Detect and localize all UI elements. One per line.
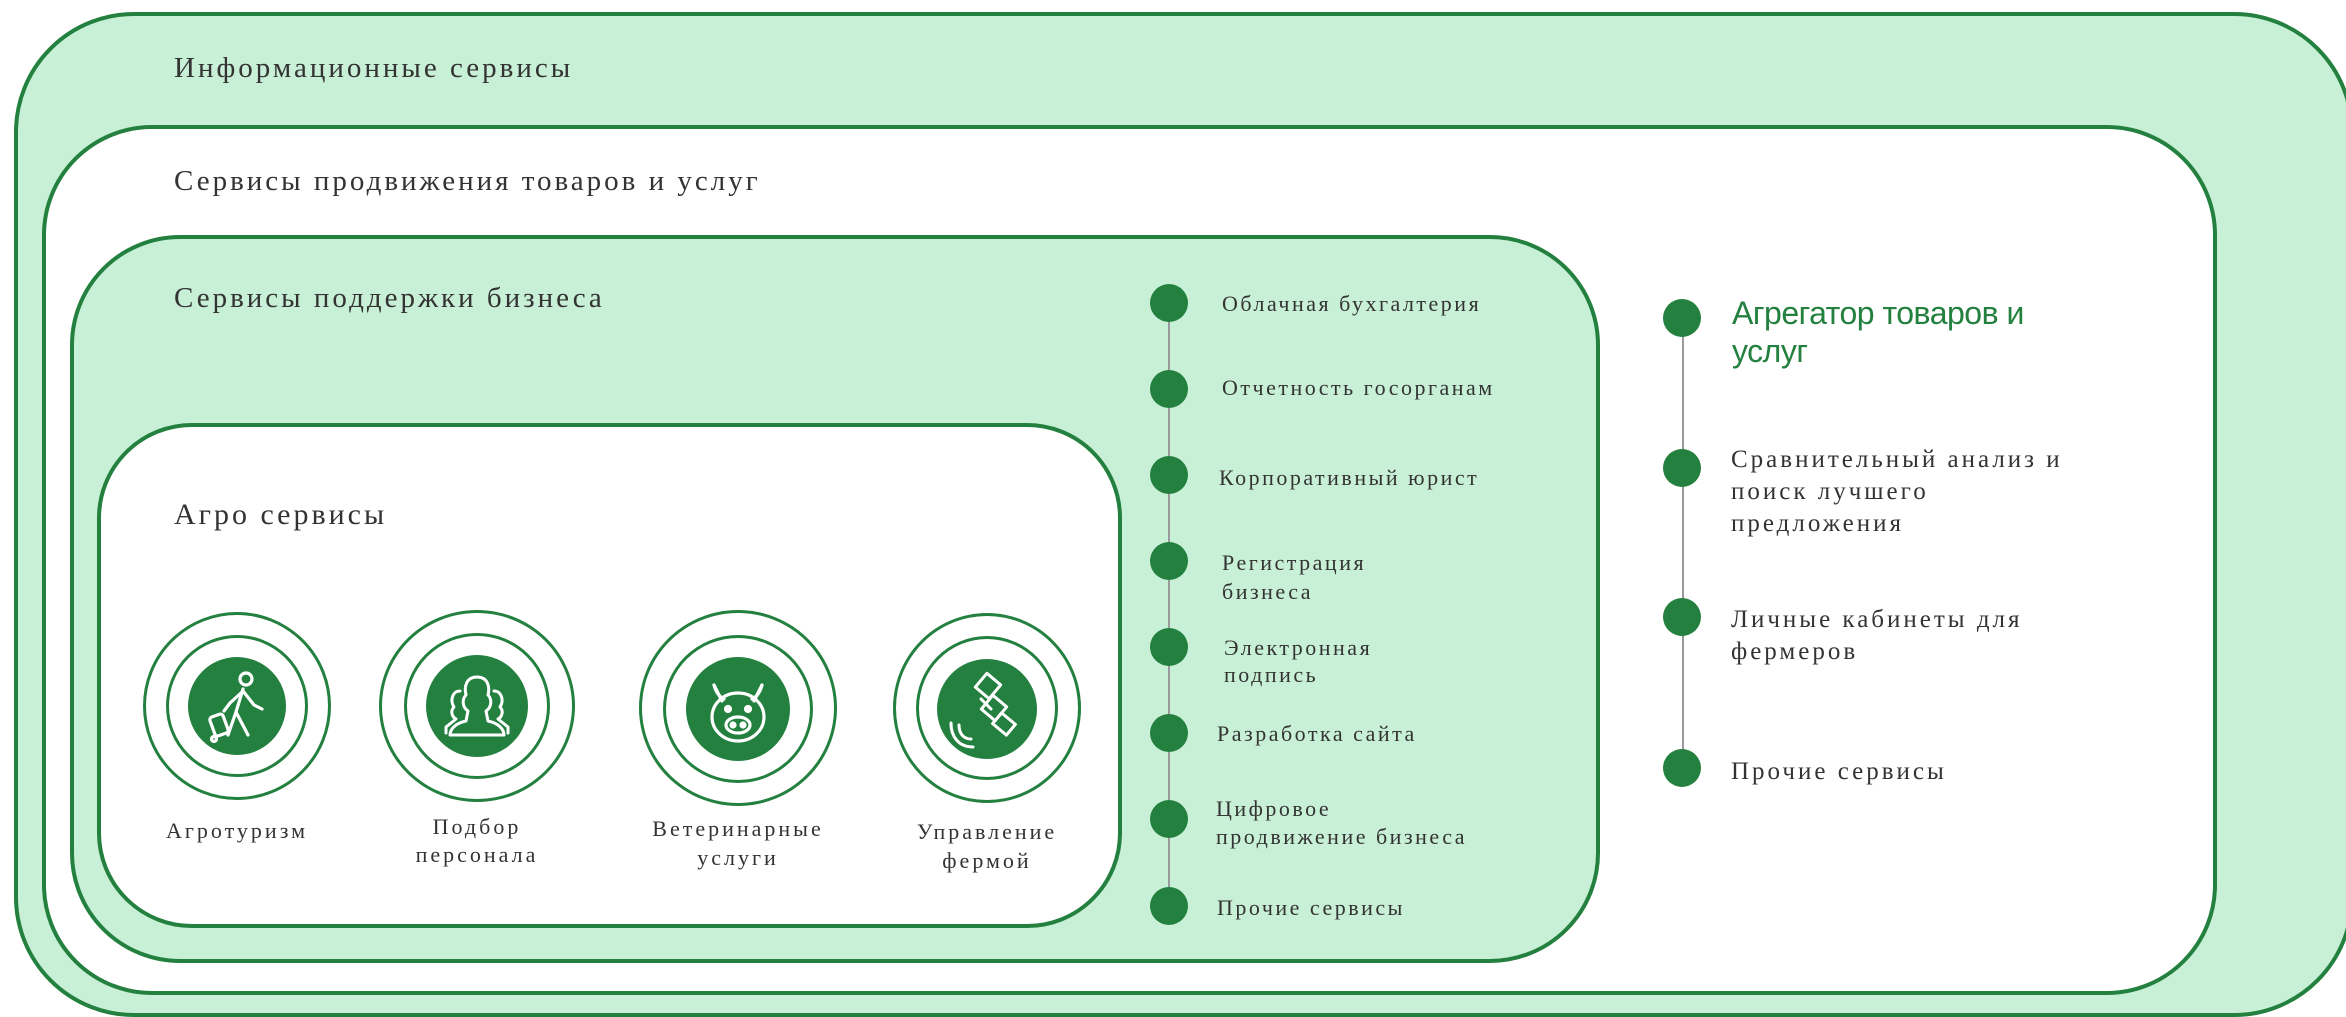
business-service-label: Отчетность госорганам <box>1222 375 1495 400</box>
promo-services-title: Сервисы продвижения товаров и услуг <box>174 165 761 197</box>
people-icon <box>426 655 528 757</box>
agro-label: Агротуризм <box>165 818 309 843</box>
hiker-icon <box>188 657 286 755</box>
aggregator-item-line-1: Прочие сервисы <box>1731 758 1947 785</box>
business-service-label: Разработка сайта <box>1217 721 1417 746</box>
satellite-icon <box>937 659 1037 759</box>
aggregator-title-line-2: услуг <box>1732 333 1808 369</box>
timeline-dot <box>1150 456 1188 494</box>
aggregator-timeline-line <box>1682 318 1684 768</box>
aggregator-item-line-1: Личные кабинеты для <box>1731 606 2023 633</box>
timeline-dot <box>1150 714 1188 752</box>
inner-ring <box>916 636 1058 780</box>
business-service-label-line-2: бизнеса <box>1222 579 1314 604</box>
timeline-dot <box>1663 598 1701 636</box>
business-services-title: Сервисы поддержки бизнеса <box>174 282 605 314</box>
agro-label-line-1: Управление <box>916 819 1058 844</box>
business-service-label-line-1: Регистрация <box>1222 550 1367 575</box>
agro-label-line-2: персонала <box>415 842 539 867</box>
timeline-dot <box>1150 284 1188 322</box>
aggregator-item-line-1: Сравнительный анализ и <box>1731 446 2063 473</box>
timeline-dot <box>1663 749 1701 787</box>
inner-ring <box>663 635 813 783</box>
business-timeline-line <box>1168 302 1170 908</box>
business-service-label-line-2: продвижение бизнеса <box>1216 824 1468 849</box>
timeline-dot <box>1663 449 1701 487</box>
business-service-label: Облачная бухгалтерия <box>1222 291 1482 316</box>
agro-label-line-1: Подбор <box>432 814 522 839</box>
pig-icon <box>686 657 790 761</box>
business-service-label: Корпоративный юрист <box>1219 465 1480 490</box>
inner-ring <box>166 635 308 777</box>
business-service-label-line-1: Цифровое <box>1216 796 1332 821</box>
timeline-dot <box>1150 887 1188 925</box>
agro-services-title: Агро сервисы <box>174 498 388 531</box>
aggregator-item-line-3: предложения <box>1731 510 1905 537</box>
business-service-label-line-2: подпись <box>1224 662 1319 687</box>
timeline-dot <box>1150 542 1188 580</box>
agro-label-line-2: услуги <box>697 845 779 870</box>
aggregator-item-line-2: фермеров <box>1731 638 1859 665</box>
timeline-dot <box>1150 800 1188 838</box>
aggregator-item-line-2: поиск лучшего <box>1731 478 1929 505</box>
timeline-dot <box>1150 628 1188 666</box>
inner-ring <box>404 633 550 779</box>
info-services-title: Информационные сервисы <box>174 52 574 84</box>
aggregator-title: Агрегатор товаров и услуг <box>1732 294 2092 370</box>
agro-label-line-2: фермой <box>942 848 1032 873</box>
business-service-label: Прочие сервисы <box>1217 895 1405 920</box>
business-service-label-line-1: Электронная <box>1224 635 1373 660</box>
aggregator-title-line-1: Агрегатор товаров и <box>1732 295 2024 331</box>
timeline-dot <box>1663 299 1701 337</box>
timeline-dot <box>1150 370 1188 408</box>
agro-label-line-1: Ветеринарные <box>652 816 824 841</box>
